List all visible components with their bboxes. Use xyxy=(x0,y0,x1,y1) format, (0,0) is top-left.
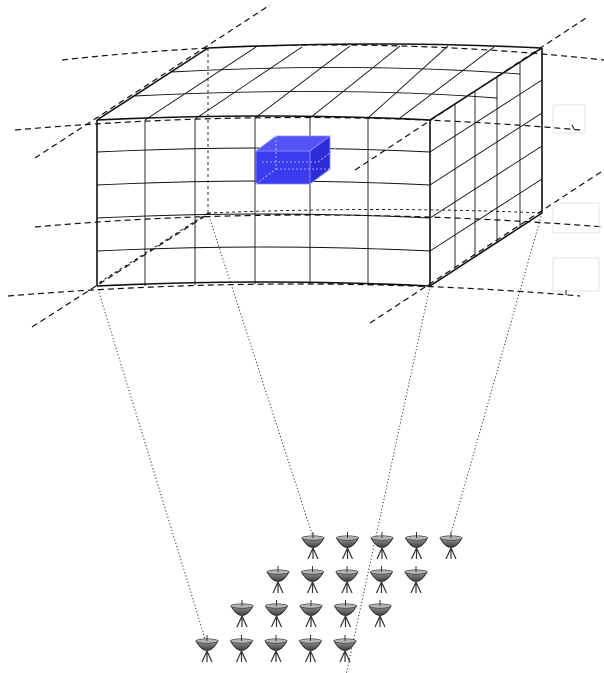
cube-right-grid xyxy=(429,63,543,268)
radio-telescope-dish-icon xyxy=(298,634,323,663)
radio-telescope-dish-icon xyxy=(439,531,463,560)
radio-telescope-dish-icon xyxy=(264,599,289,628)
radio-telescope-dish-icon xyxy=(301,531,325,560)
slant-lines xyxy=(31,4,604,328)
cube-top-grid xyxy=(133,45,521,121)
antenna-array xyxy=(195,531,463,663)
radio-telescope-dish-icon xyxy=(404,565,428,594)
radio-telescope-dish-icon xyxy=(335,565,359,594)
radio-telescope-dish-icon xyxy=(229,634,254,663)
highlighted-voxel xyxy=(254,135,337,185)
voxel-front-face xyxy=(255,150,311,185)
cube-front-grid xyxy=(96,118,431,286)
radio-telescope-dish-icon xyxy=(195,634,219,663)
radio-telescope-dish-icon xyxy=(368,599,392,628)
radio-telescope-dish-icon xyxy=(264,634,288,663)
side-markers xyxy=(552,104,600,295)
radio-telescope-dish-icon xyxy=(333,634,357,663)
radio-telescope-dish-icon xyxy=(300,565,325,594)
lines-of-sight xyxy=(96,212,543,673)
radio-telescope-dish-icon xyxy=(404,531,429,560)
cube-frame xyxy=(96,43,543,287)
radio-telescope-dish-icon xyxy=(335,531,360,560)
radio-telescope-dish-icon xyxy=(266,565,290,594)
radio-telescope-dish-icon xyxy=(369,565,394,594)
radio-telescope-dish-icon xyxy=(299,599,323,628)
cube-hidden-edges xyxy=(96,48,543,285)
radio-telescope-dish-icon xyxy=(333,599,358,628)
radio-telescope-dish-icon xyxy=(230,599,254,628)
